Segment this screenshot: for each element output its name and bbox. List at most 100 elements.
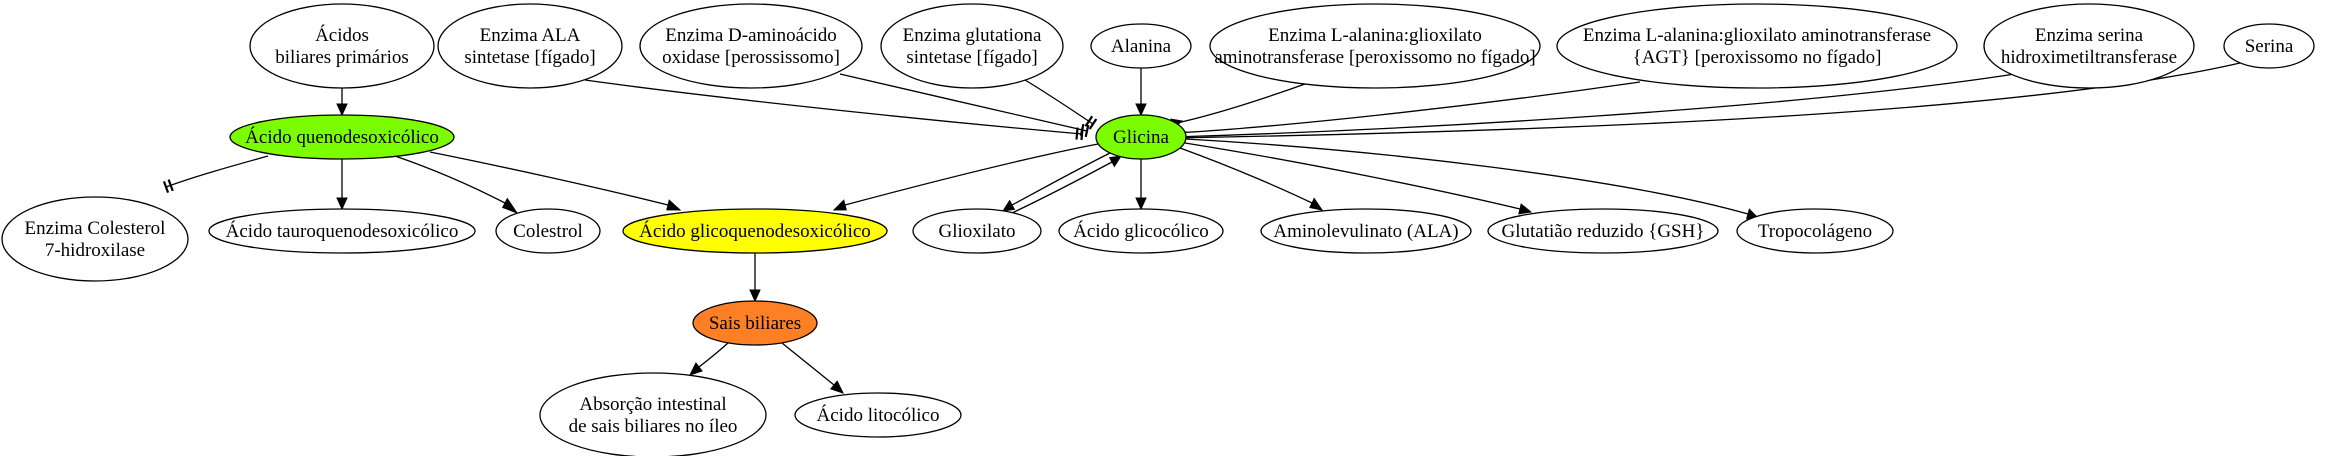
edge-enzima_glutationa_sintetase-to-glicina (1024, 79, 1098, 130)
node-acido_quenodesoxicolico: Ácido quenodesoxicólico (229, 114, 455, 160)
arrow-head (1309, 197, 1324, 211)
edge-alanina-to-glicina (1135, 67, 1147, 117)
node-label: Enzima D-aminoácido (665, 25, 836, 46)
node-ellipse (1209, 3, 1541, 89)
edge-sais_biliares-to-absorcao_intestinal (689, 342, 729, 376)
node-ellipse (912, 208, 1042, 254)
node-ellipse (437, 3, 623, 89)
node-label: Glicina (1113, 127, 1169, 148)
edge-line (1024, 79, 1094, 125)
edge-glicina-to-aminolevulinato_ala (1179, 147, 1324, 211)
arrow-head (1108, 155, 1123, 168)
node-acido_glicocolico: Ácido glicocólico (1058, 208, 1224, 254)
edge-acido_glicoquenodesoxicolico-to-sais_biliares (749, 253, 761, 303)
edge-line (584, 79, 1083, 135)
edge-glicina-to-glioxilato (1001, 152, 1111, 212)
node-ellipse (1058, 208, 1224, 254)
node-label: Absorção intestinal (579, 394, 726, 415)
edge-line (394, 155, 506, 204)
edge-line (844, 143, 1099, 206)
arrow-head (1001, 199, 1016, 212)
node-label: oxidase [perossissomo] (662, 47, 840, 68)
node-ellipse (1983, 3, 2195, 89)
arrow-head (829, 380, 844, 394)
node-ellipse (1095, 114, 1187, 160)
node-ellipse (539, 372, 767, 456)
edge-line (839, 73, 1088, 132)
node-label: Ácido glicocólico (1073, 220, 1209, 242)
node-ellipse (880, 3, 1064, 89)
arrow-head (1135, 197, 1147, 211)
node-ellipse (1487, 208, 1719, 254)
node-label: Aminolevulinato (ALA) (1273, 221, 1458, 242)
node-enzima_l_alanina_glioxilato_agt: Enzima L-alanina:glioxilato aminotransfe… (1556, 3, 1958, 89)
node-tropocolageno: Tropocolágeno (1736, 208, 1894, 254)
node-glioxilato: Glioxilato (912, 208, 1042, 254)
edge-line (1171, 83, 1306, 125)
node-ellipse (2223, 23, 2315, 69)
node-ellipse (1556, 3, 1958, 89)
tee-mark (167, 179, 174, 192)
node-label: Sais biliares (709, 313, 801, 334)
arrow-head (336, 197, 348, 211)
node-aminolevulinato_ala: Aminolevulinato (ALA) (1260, 208, 1472, 254)
node-label: biliares primários (275, 47, 409, 68)
tee-mark (1084, 124, 1090, 138)
node-label: Enzima L-alanina:glioxilato (1268, 25, 1482, 46)
tee-mark (1084, 115, 1094, 127)
node-label: Glioxilato (938, 221, 1015, 242)
node-label: 7-hidroxilase (45, 240, 145, 261)
arrow-head (336, 103, 348, 117)
node-label: Enzima L-alanina:glioxilato aminotransfe… (1583, 25, 1931, 46)
node-ellipse (229, 114, 455, 160)
edge-acido_quenodesoxicolico-to-enzima_colesterol_7_hidroxilase (162, 155, 269, 194)
node-label: {AGT} [peroxissomo no fígado] (1633, 47, 1882, 68)
edge-glicina-to-glutatiao_reduzido_gsh (1184, 142, 1533, 215)
node-ellipse (208, 208, 476, 254)
node-label: Enzima serina (2035, 25, 2144, 46)
edge-line (1179, 147, 1313, 204)
node-label: Enzima glutationa (903, 25, 1042, 46)
node-label: Ácido glicoquenodesoxicólico (639, 220, 871, 242)
tee-mark (1088, 118, 1098, 130)
arrow-head (832, 199, 847, 211)
arrow-head (666, 199, 682, 211)
node-acido_litocolico: Ácido litocólico (794, 392, 962, 438)
edge-acido_quenodesoxicolico-to-acido_tauroquenodesoxicolico (336, 158, 348, 211)
node-label: aminotransferase [peroxissomo no fígado] (1214, 47, 1535, 68)
edge-acidos_biliares_primarios-to-acido_quenodesoxicolico (336, 87, 348, 117)
edge-enzima_l_alanina_glioxilato_agt-to-glicina (1175, 81, 1641, 139)
edge-glicina-to-acido_glicocolico (1135, 158, 1147, 211)
edge-acido_quenodesoxicolico-to-acido_glicoquenodesoxicolico (429, 151, 682, 211)
node-ellipse (249, 3, 435, 89)
edge-enzima_d_aminoacido_oxidase-to-glicina (839, 73, 1090, 138)
node-label: Enzima Colesterol (25, 218, 166, 239)
node-ellipse (495, 208, 601, 254)
node-label: Tropocolágeno (1758, 221, 1872, 242)
edge-line (1185, 138, 1749, 215)
arrow-head (502, 197, 519, 215)
edge-enzima_l_alanina_glioxilato_1-to-glicina (1170, 83, 1306, 130)
node-label: Ácido tauroquenodesoxicólico (226, 220, 459, 242)
edge-line (698, 342, 729, 368)
tee-mark (1075, 127, 1079, 140)
edge-line (1011, 152, 1111, 206)
node-acido_glicoquenodesoxicolico: Ácido glicoquenodesoxicólico (622, 208, 888, 254)
node-label: Glutatião reduzido {GSH} (1502, 221, 1705, 242)
edge-acido_quenodesoxicolico-to-colestrol (394, 155, 519, 215)
node-label: Ácido quenodesoxicólico (245, 126, 439, 148)
arrow-head (689, 362, 703, 376)
tee-mark (1079, 123, 1085, 137)
arrow-head (749, 289, 761, 303)
tee-mark (162, 180, 170, 194)
node-label: Alanina (1111, 36, 1172, 57)
node-enzima_l_alanina_glioxilato_1: Enzima L-alanina:glioxilatoaminotransfer… (1209, 3, 1541, 89)
arrow-head (1135, 103, 1147, 117)
edge-glicina-to-acido_glicoquenodesoxicolico (832, 143, 1099, 211)
